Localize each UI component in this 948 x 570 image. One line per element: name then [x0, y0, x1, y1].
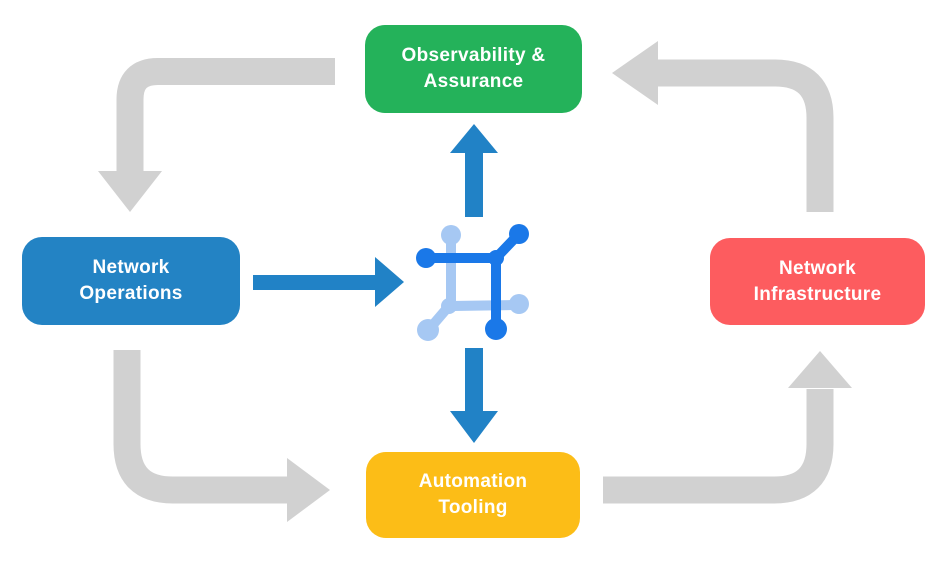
- network-automation-hub-icon: [416, 224, 529, 341]
- cycle-arrow-operations-to-automation: [113, 350, 330, 522]
- node-network-infrastructure: Network Infrastructure: [710, 238, 925, 325]
- node-operations-label-line1: Network: [92, 257, 170, 278]
- cycle-arrow-observability-to-operations: [98, 58, 335, 212]
- flow-arrow-operations-to-hub: [253, 257, 404, 307]
- node-observability-assurance: Observability & Assurance: [365, 25, 582, 113]
- node-observability-label-line2: Assurance: [423, 71, 524, 92]
- node-automation-label-line2: Tooling: [438, 497, 508, 518]
- node-infrastructure-label-line1: Network: [778, 257, 857, 279]
- cycle-arrow-infrastructure-to-observability: [612, 41, 834, 212]
- node-automation-tooling: Automation Tooling: [366, 452, 580, 538]
- node-infrastructure-label-line2: Infrastructure: [753, 283, 882, 305]
- node-operations-label-line2: Operations: [79, 283, 183, 304]
- flow-arrow-hub-to-automation: [450, 348, 498, 443]
- node-observability-label-line1: Observability &: [401, 45, 546, 66]
- node-automation-label-line1: Automation: [418, 471, 528, 492]
- node-network-operations: Network Operations: [22, 237, 240, 325]
- cycle-arrow-automation-to-infrastructure: [603, 351, 852, 504]
- flow-arrow-hub-to-observability: [450, 124, 498, 217]
